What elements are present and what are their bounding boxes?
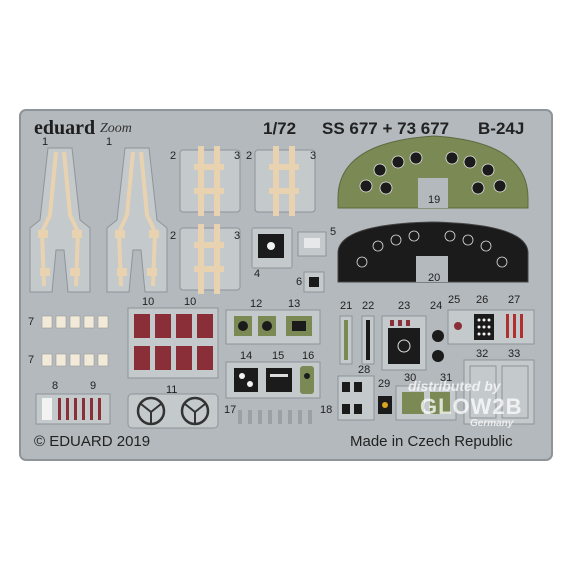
part-number: 26 — [476, 294, 489, 306]
part-30-31 — [395, 385, 457, 421]
part-number: 1 — [106, 136, 113, 148]
watermark-line3: Germany — [470, 418, 514, 429]
part-number: 12 — [250, 298, 263, 310]
product-code: SS 677 + 73 677 — [322, 119, 450, 138]
part-number: 23 — [398, 300, 411, 312]
part-6-small-panel — [303, 271, 325, 293]
part-number: 19 — [428, 194, 441, 206]
part-10-red-cushions — [127, 307, 219, 379]
part-20-instrument-panel-black — [337, 221, 529, 283]
part-number: 2 — [246, 150, 253, 162]
origin-label: Made in Czech Republic — [350, 433, 513, 450]
part-19-instrument-panel-green — [337, 135, 529, 209]
part-number: 7 — [28, 354, 35, 366]
part-number: 24 — [430, 300, 443, 312]
zoom-logo: Zoom — [100, 121, 132, 136]
watermark-line1: distributed by — [408, 378, 501, 394]
part-number: 25 — [448, 294, 461, 306]
part-32-33 — [463, 359, 535, 425]
part-number: 11 — [166, 384, 178, 396]
part-24-knobs — [432, 330, 444, 362]
part-17-18-tabs — [238, 410, 312, 424]
part-number: 14 — [240, 350, 253, 362]
model-name: B-24J — [478, 119, 525, 138]
part-11-control-wheels — [127, 393, 219, 429]
part-number: 3 — [234, 150, 241, 162]
part-2-3-belt-block-b — [254, 146, 316, 216]
part-21-22-strips — [339, 315, 375, 365]
part-number: 21 — [340, 300, 353, 312]
part-number: 3 — [310, 150, 317, 162]
part-number: 2 — [170, 230, 177, 242]
part-number: 32 — [476, 348, 489, 360]
part-number: 30 — [404, 372, 417, 384]
part-2-3-belt-block-a — [179, 146, 241, 216]
part-number: 3 — [234, 230, 241, 242]
part-number: 15 — [272, 350, 285, 362]
part-number: 29 — [378, 378, 391, 390]
part-number: 4 — [254, 268, 261, 280]
part-1-left-harness — [29, 147, 91, 293]
part-23-radio-panel — [381, 315, 427, 371]
part-2-3-belt-block-c — [179, 224, 241, 294]
part-number: 10 — [184, 296, 197, 308]
watermark-logo: GLOW2B — [420, 394, 523, 419]
part-number: 31 — [440, 372, 453, 384]
part-number: 17 — [224, 404, 237, 416]
part-25-26-27 — [447, 309, 535, 345]
part-number: 10 — [142, 296, 155, 308]
part-number: 9 — [90, 380, 97, 392]
part-4-control-box — [251, 227, 293, 269]
part-number: 20 — [428, 272, 441, 284]
part-number: 28 — [358, 364, 371, 376]
part-number: 27 — [508, 294, 521, 306]
part-number: 18 — [320, 404, 333, 416]
part-number: 2 — [170, 150, 177, 162]
brand-logo: eduard — [34, 117, 96, 139]
part-number: 5 — [330, 226, 337, 238]
part-number: 13 — [288, 298, 301, 310]
part-number: 8 — [52, 380, 59, 392]
part-number: 16 — [302, 350, 315, 362]
part-28-29 — [337, 375, 392, 421]
part-number: 6 — [296, 276, 303, 288]
part-8-9-strips — [35, 393, 111, 425]
copyright: © EDUARD 2019 — [34, 433, 151, 450]
part-number: 7 — [28, 316, 35, 328]
scale-label: 1/72 — [263, 119, 297, 138]
part-1-right-harness — [106, 147, 168, 293]
part-14-15-16-boxes — [225, 361, 321, 399]
part-7-white-tabs — [41, 315, 109, 367]
part-number: 22 — [362, 300, 375, 312]
part-number: 1 — [42, 136, 49, 148]
part-number: 33 — [508, 348, 521, 360]
part-12-13-green-boxes — [225, 309, 321, 345]
part-5-bracket — [297, 231, 327, 257]
